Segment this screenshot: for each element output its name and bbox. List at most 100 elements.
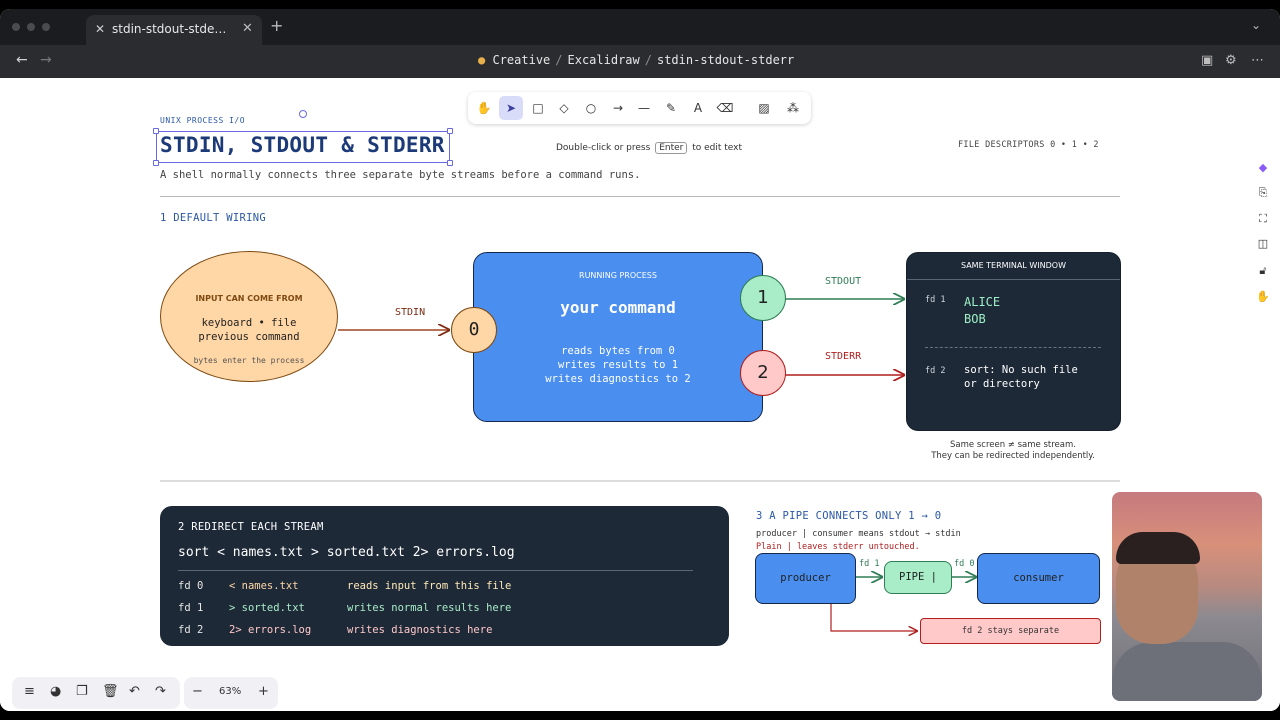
rectangle-tool-icon[interactable]: □ [532,101,544,115]
stdout-line-1: ALICE [964,295,1001,309]
tab-bar: ✕ stdin-stdout-stde… ✕ + ⌄ [0,9,1280,45]
window-minimize-dot[interactable] [27,23,35,31]
page-title[interactable]: STDIN, STDOUT & STDERR [160,133,445,157]
section-1-heading: 1 DEFAULT WIRING [160,212,266,224]
redirect-command: sort < names.txt > sorted.txt 2> errors.… [178,545,515,560]
process-line-1: reads bytes from 0 [561,345,675,357]
fd0-circle[interactable]: 0 [451,307,497,353]
resize-handle-sw[interactable] [153,160,159,166]
redirect-row-target: < names.txt [229,580,299,592]
divider-top [160,196,1120,197]
eraser-tool-icon[interactable]: ⌫ [716,101,734,115]
more-icon[interactable]: ⋯ [1251,53,1264,68]
zoom-level[interactable]: 63% [219,686,242,697]
window-maximize-dot[interactable] [42,23,50,31]
rotation-handle[interactable] [299,110,307,118]
lock-icon[interactable]: 🔓︎ [1259,264,1267,277]
chevron-down-icon[interactable]: ⌄ [1251,18,1262,32]
palette-icon: ● [478,53,486,67]
input-source-ellipse[interactable]: INPUT CAN COME FROM keyboard • file prev… [160,251,338,382]
resize-handle-ne[interactable] [447,128,453,134]
terminal-note: Same screen ≠ same stream. They can be r… [900,440,1126,462]
fd1-circle[interactable]: 1 [740,275,786,321]
resize-handle-se[interactable] [447,160,453,166]
draw-tool-icon[interactable]: ✎ [665,101,677,115]
selection-tool-icon[interactable]: ➤ [499,96,523,120]
forward-arrow-icon[interactable]: → [40,52,52,68]
resize-handle-nw[interactable] [153,128,159,134]
redirect-row-desc: writes normal results here [347,602,512,614]
undo-icon[interactable]: ↶ [129,684,140,699]
pipe-fd0-label: fd 0 [954,559,975,569]
fd2-circle[interactable]: 2 [740,350,786,396]
redirect-row-target: 2> errors.log [229,624,312,636]
hint-text-before: Double-click or press [556,143,651,153]
sidebar-toggle-icon[interactable]: ◫ [1257,237,1269,250]
redo-icon[interactable]: ↷ [155,684,166,699]
back-arrow-icon[interactable]: ← [16,52,28,68]
line-tool-icon[interactable]: — [638,101,650,115]
ellipse-tool-icon[interactable]: ○ [585,101,597,115]
text-tool-icon[interactable]: A [693,101,703,115]
nav-bar: ← → ● Creative/Excalidraw/stdin-stdout-s… [0,45,1280,78]
connector-arrows [160,78,1120,711]
more-tools-icon[interactable]: ⁂ [787,101,799,115]
stdout-line-2: BOB [964,312,986,326]
terminal-stderr-output: sort: No such file or directory [964,363,1078,391]
zoom-out-button[interactable]: − [192,684,203,699]
excalidraw-canvas[interactable]: ✋ ➤ □ ◇ ○ → — ✎ A ⌫ ▨ ⁂ Double-click or … [0,78,1280,711]
export-file-icon[interactable]: ⎘ [1258,186,1268,199]
tab-close-icon[interactable]: ✕ [242,21,253,36]
palette-icon[interactable]: ◕ [50,684,62,699]
duplicate-icon[interactable]: ❐ [76,684,88,699]
pipe-box[interactable]: PIPE | [884,561,952,594]
settings-gear-icon[interactable]: ⚙ [1225,53,1237,68]
input-line-2: previous command [198,331,300,343]
webcam-overlay [1112,492,1262,701]
terminal-note-line-1: Same screen ≠ same stream. [950,440,1076,450]
fd2-separate-box[interactable]: fd 2 stays separate [920,618,1101,644]
breadcrumb-item-excalidraw[interactable]: Excalidraw [567,53,640,67]
redirect-row-desc: reads input from this file [347,580,512,592]
input-line-1: keyboard • file [201,317,297,329]
redirect-row-fd: fd 1 [178,602,204,614]
hamburger-menu-icon[interactable]: ≡ [24,684,35,699]
running-process-box[interactable]: RUNNING PROCESS your command reads bytes… [473,252,763,422]
process-line-2: writes results to 1 [557,359,679,371]
tab-title: stdin-stdout-stde… [112,22,227,36]
app-window: ✕ stdin-stdout-stde… ✕ + ⌄ ← → ● Creativ… [0,9,1280,711]
terminal-title: SAME TERMINAL WINDOW [960,261,1067,270]
input-note: bytes enter the process [193,356,305,365]
fd2-separate-arrow[interactable] [830,604,917,631]
fullscreen-icon[interactable]: ⛶ [1259,212,1267,225]
breadcrumb-item-creative[interactable]: Creative [492,53,551,67]
page-subtitle: A shell normally connects three separate… [160,169,641,181]
arrow-tool-icon[interactable]: → [612,101,624,115]
hand-icon[interactable]: ✋ [1256,290,1270,303]
bottom-left-controls: ≡ ◕ ❐ 🗑︎ ↶ ↷ [12,677,180,709]
pipe-meaning: producer | consumer means stdout → stdin [756,529,961,539]
hand-tool-icon[interactable]: ✋ [476,101,492,115]
diamond-tool-icon[interactable]: ◇ [559,101,569,115]
section-2-heading: 2 REDIRECT EACH STREAM [178,521,324,533]
terminal-window-box[interactable]: SAME TERMINAL WINDOW fd 1 ALICE BOB fd 2… [906,252,1121,431]
terminal-note-line-2: They can be redirected independently. [931,451,1095,461]
new-tab-button[interactable]: + [270,16,284,35]
producer-box[interactable]: producer [755,553,856,604]
drawing-toolbar: ✋ ➤ □ ◇ ○ → — ✎ A ⌫ ▨ ⁂ [468,92,811,124]
eyebrow-label: UNIX PROCESS I/O [160,116,246,125]
tab-active[interactable]: ✕ stdin-stdout-stde… ✕ [86,15,262,45]
zoom-in-button[interactable]: + [258,684,269,699]
terminal-divider [907,279,1120,280]
consumer-box[interactable]: consumer [977,553,1100,604]
save-icon[interactable]: ▣ [1201,53,1214,68]
window-close-dot[interactable] [12,23,20,31]
image-tool-icon[interactable]: ▨ [758,101,770,115]
trash-icon[interactable]: 🗑︎ [102,684,119,699]
redirect-panel[interactable]: 2 REDIRECT EACH STREAM sort < names.txt … [160,506,729,646]
terminal-dashed-divider [925,347,1101,348]
section-3-heading: 3 A PIPE CONNECTS ONLY 1 → 0 [756,510,942,522]
library-icon[interactable]: ◆ [1258,161,1268,174]
tools-icon: ✕ [95,22,106,36]
redirect-divider [178,570,693,571]
